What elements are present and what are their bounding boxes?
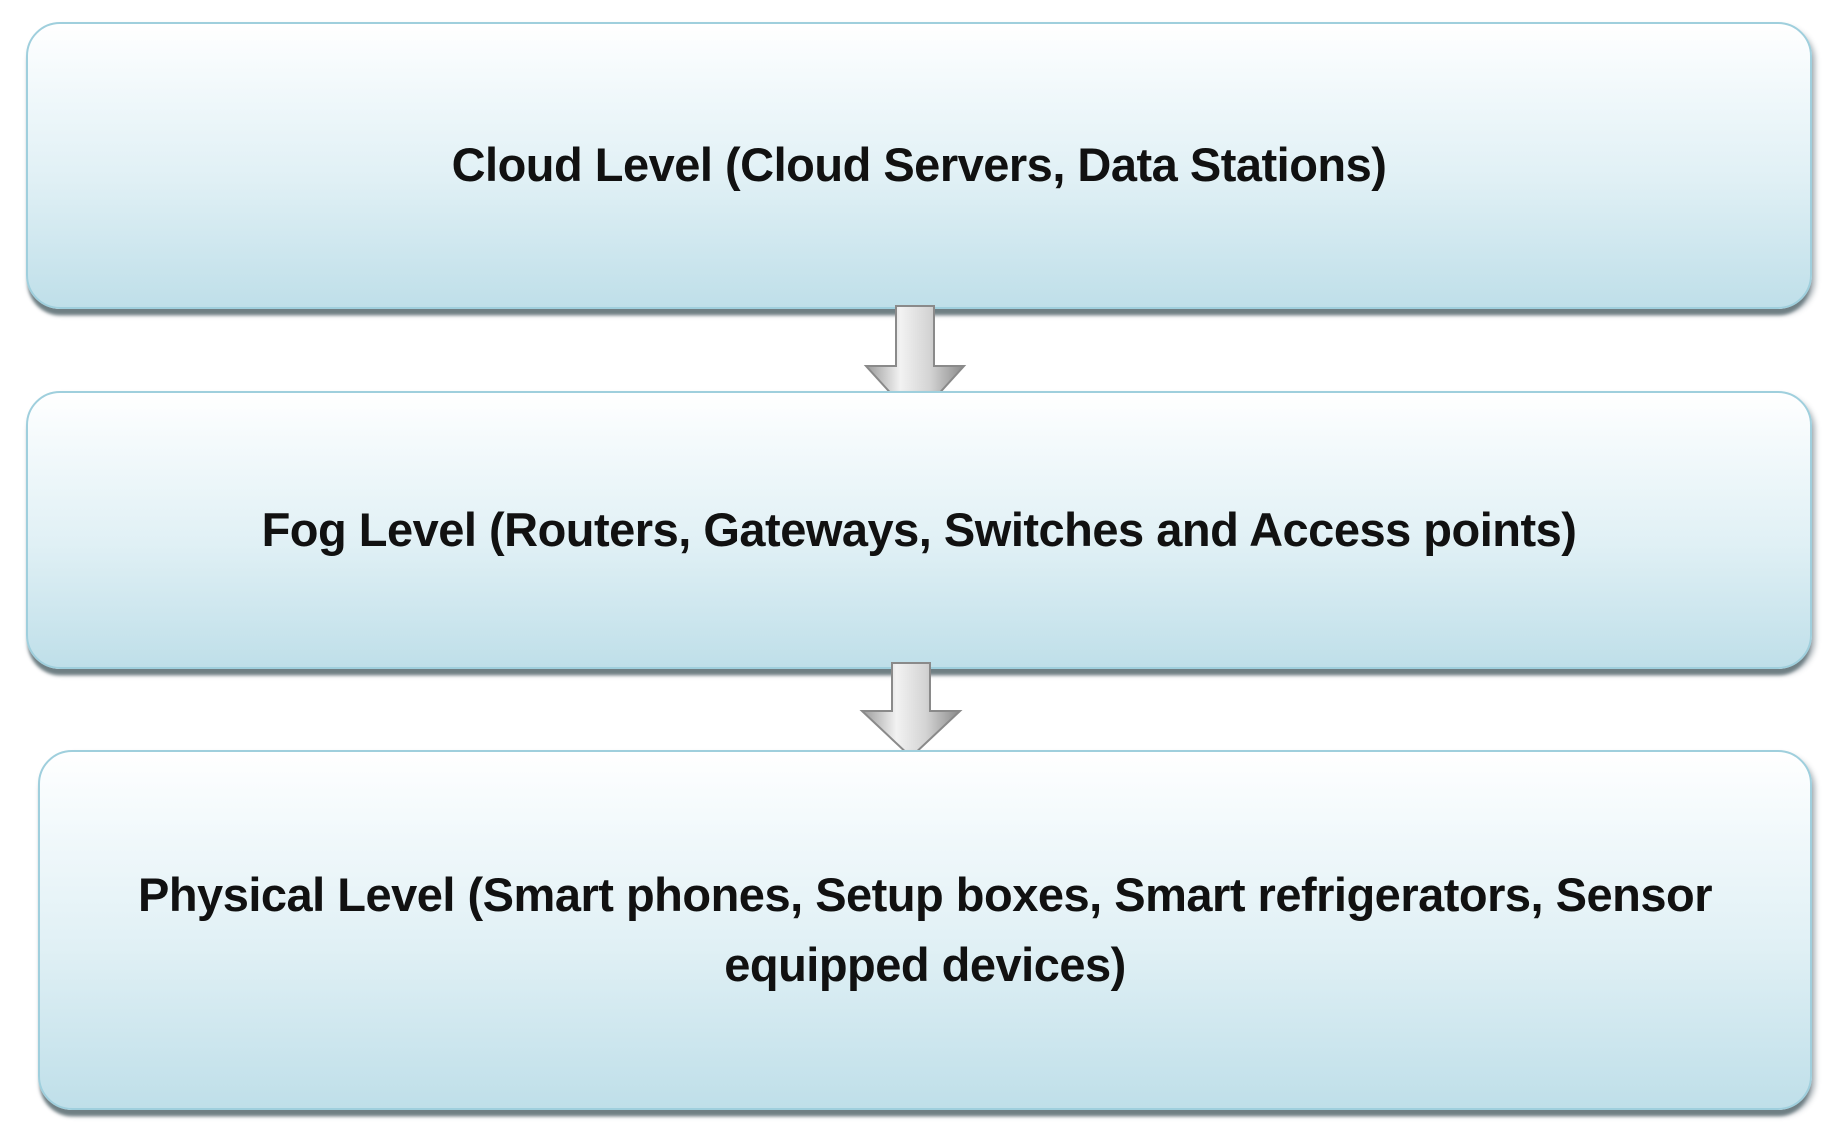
- cloud-level-box: Cloud Level (Cloud Servers, Data Station…: [26, 22, 1812, 309]
- physical-level-label: Physical Level (Smart phones, Setup boxe…: [138, 867, 1713, 992]
- fog-level-label: Fog Level (Routers, Gateways, Switches a…: [261, 502, 1577, 556]
- cloud-level-label: Cloud Level (Cloud Servers, Data Station…: [451, 138, 1387, 192]
- fog-level-box: Fog Level (Routers, Gateways, Switches a…: [26, 391, 1812, 669]
- physical-level-box: Physical Level (Smart phones, Setup boxe…: [38, 750, 1812, 1110]
- down-arrow-icon: [859, 662, 963, 759]
